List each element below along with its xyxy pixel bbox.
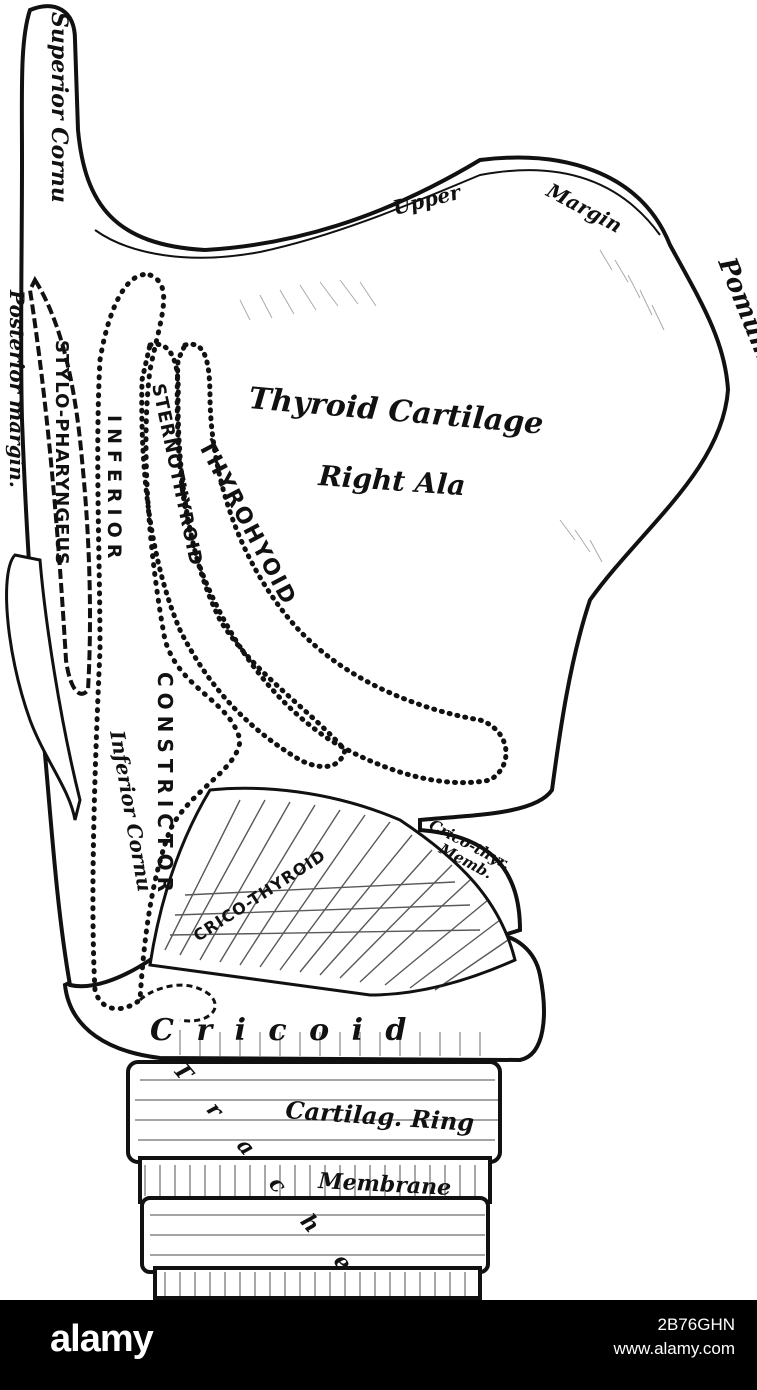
label-constrictor: CONSTRICTOR: [153, 672, 177, 898]
crico-thyroid-fibers: [164, 799, 509, 991]
cricoid-hatching: [179, 1030, 481, 1056]
muscle-outlines: [27, 272, 509, 1023]
larynx-illustration: Superior Cornu Upper Margin Pomum Adami.…: [5, 4, 757, 1300]
trachea-bottom: [153, 1266, 482, 1300]
thyrohyoid-outline: [174, 341, 509, 786]
watermark-info: 2B76GHN www.alamy.com: [613, 1313, 735, 1361]
label-inferior: INFERIOR: [103, 415, 125, 564]
thyroid-cartilage-outline: [19, 4, 731, 989]
label-posterior-margin: Posterior margin.: [5, 289, 29, 488]
watermark-brand: alamy: [50, 1318, 154, 1360]
upper-margin-line: [94, 169, 661, 259]
posterior-margin-flap: [5, 553, 82, 821]
footer-bar: [0, 1300, 757, 1390]
crico-thyroid-muscle: [148, 786, 517, 997]
label-stylo-pharyngeus: STYLO-PHARYNGEUS: [51, 340, 72, 566]
ala-shading: [239, 249, 665, 563]
label-superior-cornu: Superior Cornu: [46, 12, 72, 203]
label-cricoid: C r i c o i d: [150, 1013, 412, 1048]
site-url: www.alamy.com: [613, 1339, 735, 1358]
trachea-membrane: [138, 1156, 492, 1204]
trachea-hatching: [135, 1079, 498, 1296]
stylo-pharyngeus-outline: [27, 275, 92, 696]
inferior-constrictor-outline: [90, 272, 243, 1012]
image-id: 2B76GHN: [657, 1315, 735, 1334]
trachea: [126, 1060, 502, 1300]
inferior-cornu-outline: [138, 983, 217, 1023]
